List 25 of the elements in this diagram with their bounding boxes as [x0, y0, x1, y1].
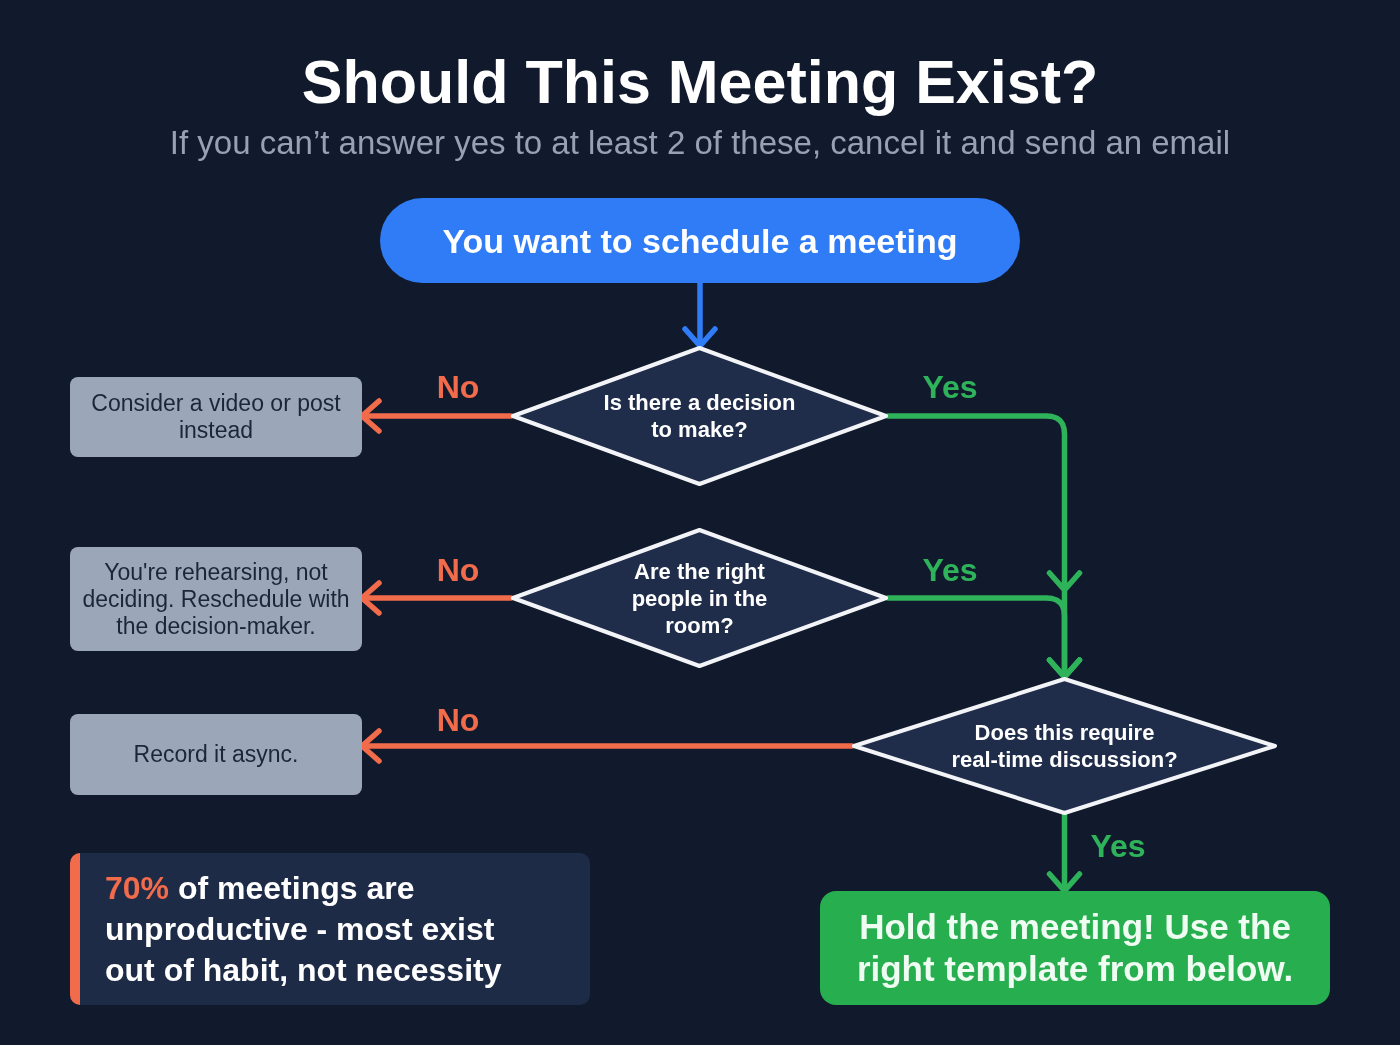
- outcome-text: Consider a video or post instead: [90, 390, 342, 444]
- outcome-card: [70, 377, 362, 457]
- arrow: [885, 595, 1083, 680]
- question-text: Is there a decision to make?: [602, 389, 797, 443]
- outcome-text: Record it async.: [133, 741, 299, 768]
- decision-diamond: [511, 528, 888, 668]
- outcome-card: [70, 714, 362, 795]
- arrow: [359, 580, 514, 616]
- result-text: Hold the meeting! Use the right template from below.: [855, 906, 1295, 990]
- start-label: You want to schedule a meeting: [442, 220, 958, 261]
- arrow: [1046, 812, 1083, 894]
- question-text: Does this require real-time discussion?: [950, 719, 1179, 773]
- decision-diamond: [511, 346, 888, 486]
- arrow: [682, 280, 718, 349]
- outcome-card: [70, 547, 362, 651]
- subtitle: If you can’t answer yes to at least 2 of these, cancel it and send an email: [169, 124, 1231, 162]
- decision-diamond: [852, 677, 1277, 815]
- question-text: Are the right people in the room?: [630, 557, 769, 639]
- arrow: [359, 728, 855, 764]
- statistic-callout: [70, 853, 590, 1005]
- result-card: [820, 891, 1330, 1005]
- title: Should This Meeting Exist?: [301, 48, 1099, 116]
- statistic-text: 70% of meetings are unproductive - most exist out of habit, not necessity: [105, 868, 503, 990]
- outcome-text: You're rehearsing, not deciding. Reschedule with the decision-maker.: [81, 558, 351, 640]
- arrow: [359, 398, 514, 434]
